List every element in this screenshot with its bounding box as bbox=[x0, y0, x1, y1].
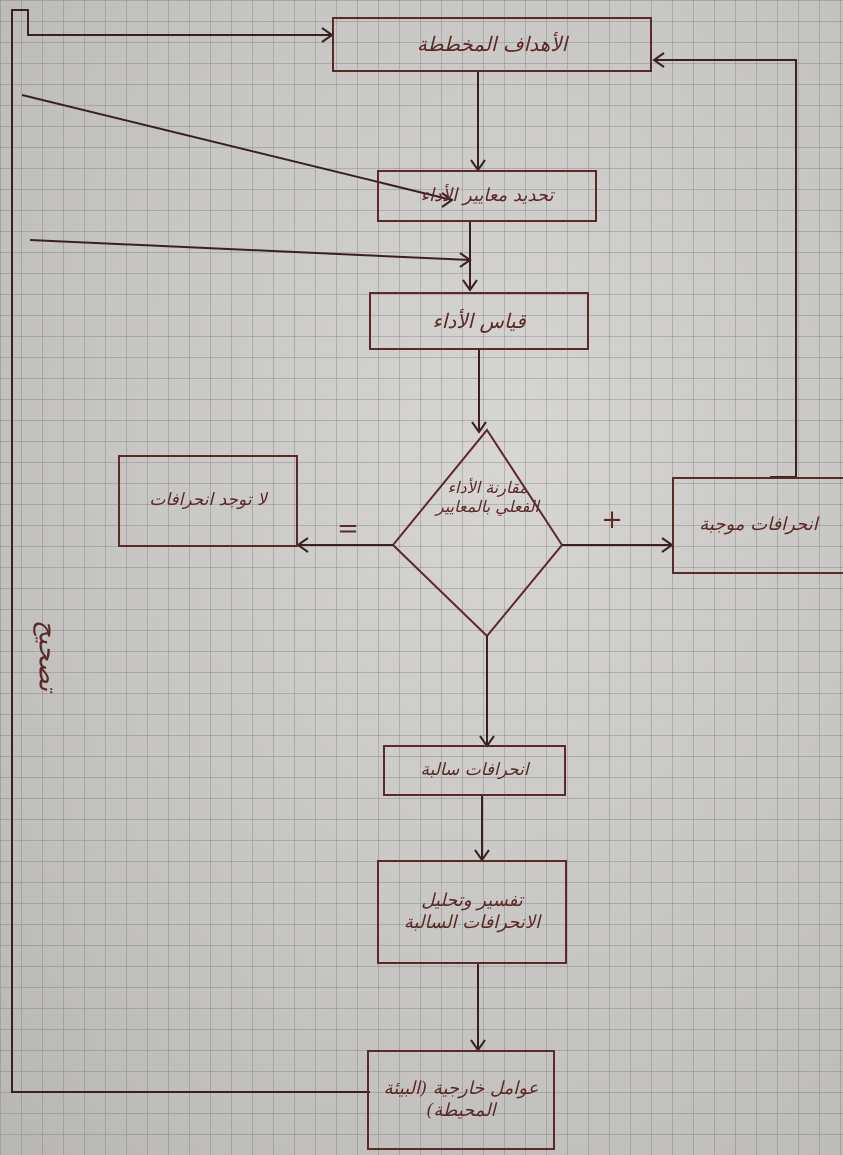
node-external-factors-label: عوامل خارجية (البيئة المحيطة) bbox=[383, 1077, 539, 1122]
loop-correction-outer bbox=[11, 9, 370, 1093]
node-measure-performance-label: قياس الأداء bbox=[432, 308, 526, 333]
node-set-standards-label: تحديد معايير الأداء bbox=[420, 184, 554, 206]
node-external-factors: عوامل خارجية (البيئة المحيطة) bbox=[367, 1050, 555, 1150]
node-interpret-analyze-label: تفسير وتحليل الانحرافات السالبة bbox=[403, 889, 541, 934]
node-set-standards: تحديد معايير الأداء bbox=[377, 170, 597, 222]
loop-correction-to-standards bbox=[21, 94, 453, 201]
node-interpret-analyze: تفسير وتحليل الانحرافات السالبة bbox=[377, 860, 567, 964]
loop-correction-to-measure bbox=[29, 239, 471, 261]
node-positive-deviations-label: انحرافات موجبة bbox=[699, 514, 818, 536]
node-no-deviations-label: لا توجد انحرافات bbox=[149, 490, 267, 511]
loop-positive-to-goals bbox=[654, 59, 797, 478]
node-measure-performance: قياس الأداء bbox=[369, 292, 589, 350]
node-negative-deviations: انحرافات سالبة bbox=[383, 745, 566, 796]
node-no-deviations: لا توجد انحرافات bbox=[118, 455, 298, 547]
edge-label-equal: = bbox=[337, 514, 359, 544]
edge-label-plus: + bbox=[601, 505, 623, 535]
edge-label-correction: تصحيح bbox=[32, 619, 63, 692]
decision-compare-label: مقارنة الأداء الفعلي بالمعايير bbox=[435, 478, 539, 517]
node-negative-deviations-label: انحرافات سالبة bbox=[420, 759, 529, 780]
node-planned-goals-label: الأهداف المخططة bbox=[416, 32, 568, 56]
node-positive-deviations: انحرافات موجبة bbox=[672, 477, 843, 574]
decision-diamond bbox=[391, 428, 564, 638]
node-planned-goals: الأهداف المخططة bbox=[332, 17, 652, 72]
